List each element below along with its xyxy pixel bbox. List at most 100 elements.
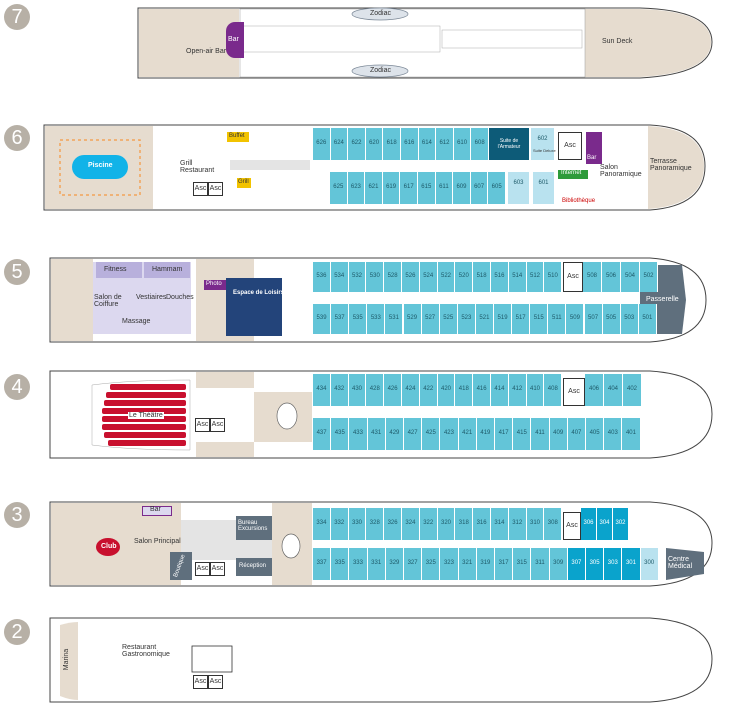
cabin[interactable]: 307 (567, 548, 586, 580)
cabin[interactable]: 332 (330, 508, 349, 540)
cabin[interactable]: 316 (473, 508, 491, 540)
cabin[interactable]: 535 (349, 304, 368, 334)
cabin[interactable]: 305 (586, 548, 605, 580)
cabin[interactable]: 329 (385, 548, 404, 580)
cabin[interactable]: 611 (435, 172, 454, 204)
cabin[interactable]: 321 (458, 548, 477, 580)
cabin[interactable]: 411 (531, 418, 550, 450)
cabin[interactable]: 412 (508, 374, 527, 406)
cabin[interactable]: 420 (437, 374, 456, 406)
cabin[interactable]: 501 (638, 304, 657, 334)
cabin[interactable]: 522 (437, 262, 456, 292)
cabin[interactable]: 312 (508, 508, 527, 540)
cabin[interactable]: 428 (366, 374, 385, 406)
cabin[interactable]: 416 (473, 374, 491, 406)
cabin[interactable]: 620 (365, 128, 384, 160)
cabin[interactable]: 421 (458, 418, 477, 450)
cabin[interactable]: 314 (491, 508, 509, 540)
cabin[interactable]: 317 (495, 548, 514, 580)
cabin[interactable]: 517 (512, 304, 531, 334)
cabin[interactable]: 311 (531, 548, 550, 580)
cabin[interactable]: 303 (604, 548, 623, 580)
cabin[interactable]: 527 (421, 304, 440, 334)
cabin[interactable]: 432 (330, 374, 349, 406)
cabin[interactable]: 326 (384, 508, 402, 540)
cabin[interactable]: 327 (404, 548, 423, 580)
cabin[interactable]: 625 (330, 172, 348, 204)
cabin[interactable]: 433 (349, 418, 368, 450)
cabin[interactable]: 328 (366, 508, 385, 540)
cabin[interactable]: 511 (548, 304, 567, 334)
cabin[interactable]: 624 (330, 128, 349, 160)
cabin[interactable]: 539 (313, 304, 332, 334)
cabin[interactable]: 502 (640, 262, 658, 292)
cabin[interactable]: 415 (513, 418, 532, 450)
cabin[interactable]: 318 (455, 508, 474, 540)
cabin[interactable]: 331 (367, 548, 386, 580)
cabin[interactable]: 614 (418, 128, 437, 160)
cabin[interactable]: 612 (436, 128, 454, 160)
cabin[interactable]: 503 (620, 304, 639, 334)
cabin[interactable]: 515 (530, 304, 549, 334)
cabin[interactable]: 605 (488, 172, 506, 204)
cabin[interactable]: 302 (613, 508, 629, 540)
cabin[interactable]: 333 (349, 548, 368, 580)
cabin[interactable]: 430 (348, 374, 367, 406)
cabin[interactable]: 422 (419, 374, 438, 406)
deck-6-suite-602[interactable]: 602 (531, 128, 555, 160)
deck-6-suite-603[interactable]: 603 (508, 172, 530, 204)
cabin[interactable]: 626 (313, 128, 331, 160)
cabin[interactable]: 306 (581, 508, 597, 540)
cabin[interactable]: 512 (526, 262, 545, 292)
cabin[interactable]: 425 (422, 418, 441, 450)
cabin[interactable]: 308 (544, 508, 563, 540)
cabin[interactable]: 404 (604, 374, 623, 406)
cabin[interactable]: 520 (455, 262, 474, 292)
cabin[interactable]: 524 (419, 262, 438, 292)
cabin[interactable]: 429 (385, 418, 404, 450)
cabin[interactable]: 504 (621, 262, 640, 292)
cabin[interactable]: 516 (491, 262, 509, 292)
cabin[interactable]: 423 (440, 418, 459, 450)
cabin[interactable]: 414 (491, 374, 509, 406)
cabin[interactable]: 529 (403, 304, 422, 334)
cabin[interactable]: 617 (400, 172, 418, 204)
cabin[interactable]: 320 (437, 508, 456, 540)
cabin[interactable]: 325 (422, 548, 441, 580)
cabin[interactable]: 323 (440, 548, 459, 580)
cabin[interactable]: 409 (549, 418, 568, 450)
cabin[interactable]: 531 (385, 304, 404, 334)
cabin[interactable]: 434 (313, 374, 331, 406)
cabin[interactable]: 437 (313, 418, 332, 450)
cabin[interactable]: 426 (384, 374, 402, 406)
cabin[interactable]: 406 (585, 374, 604, 406)
deck-6-suite-armateur[interactable] (489, 128, 529, 160)
cabin[interactable]: 337 (313, 548, 332, 580)
cabin[interactable]: 330 (348, 508, 367, 540)
cabin[interactable]: 401 (622, 418, 641, 450)
cabin[interactable]: 418 (455, 374, 474, 406)
cabin[interactable]: 435 (331, 418, 350, 450)
cabin[interactable]: 528 (384, 262, 402, 292)
cabin[interactable]: 536 (313, 262, 331, 292)
cabin[interactable]: 623 (347, 172, 366, 204)
cabin[interactable]: 319 (476, 548, 495, 580)
cabin[interactable]: 419 (476, 418, 495, 450)
cabin[interactable]: 424 (402, 374, 420, 406)
cabin[interactable]: 533 (367, 304, 386, 334)
cabin[interactable]: 505 (602, 304, 621, 334)
cabin[interactable]: 322 (419, 508, 438, 540)
deck-6-suite-601[interactable]: 601 (533, 172, 555, 204)
cabin[interactable]: 525 (439, 304, 458, 334)
cabin[interactable]: 615 (418, 172, 436, 204)
cabin[interactable]: 402 (623, 374, 642, 406)
cabin[interactable]: 607 (470, 172, 489, 204)
cabin[interactable]: 309 (549, 548, 568, 580)
cabin[interactable]: 403 (604, 418, 623, 450)
cabin[interactable]: 532 (348, 262, 367, 292)
cabin[interactable]: 610 (453, 128, 472, 160)
cabin[interactable]: 431 (367, 418, 386, 450)
cabin[interactable]: 621 (365, 172, 383, 204)
cabin[interactable]: 530 (366, 262, 385, 292)
cabin[interactable]: 534 (330, 262, 349, 292)
